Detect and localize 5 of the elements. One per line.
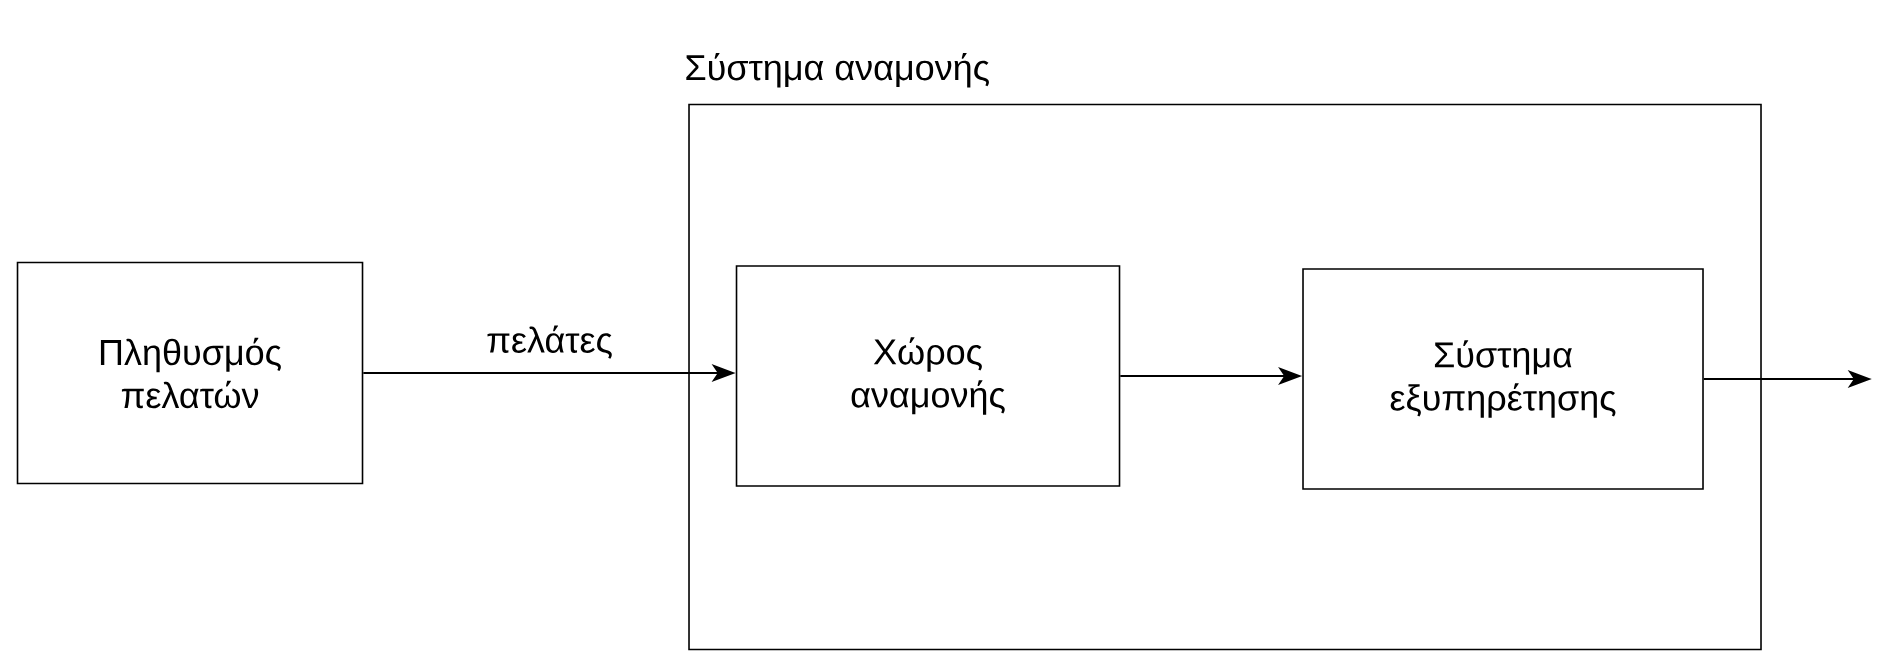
edge-label: πελάτες [487, 325, 612, 359]
process-box: Σύστημα εξυπηρέτησης [1302, 268, 1704, 490]
node-label: Σύστημα αναμονής [686, 52, 989, 88]
process-box: Χώρος αναμονής [735, 265, 1121, 487]
process-box: Πληθυσμός πελατών [16, 261, 364, 485]
